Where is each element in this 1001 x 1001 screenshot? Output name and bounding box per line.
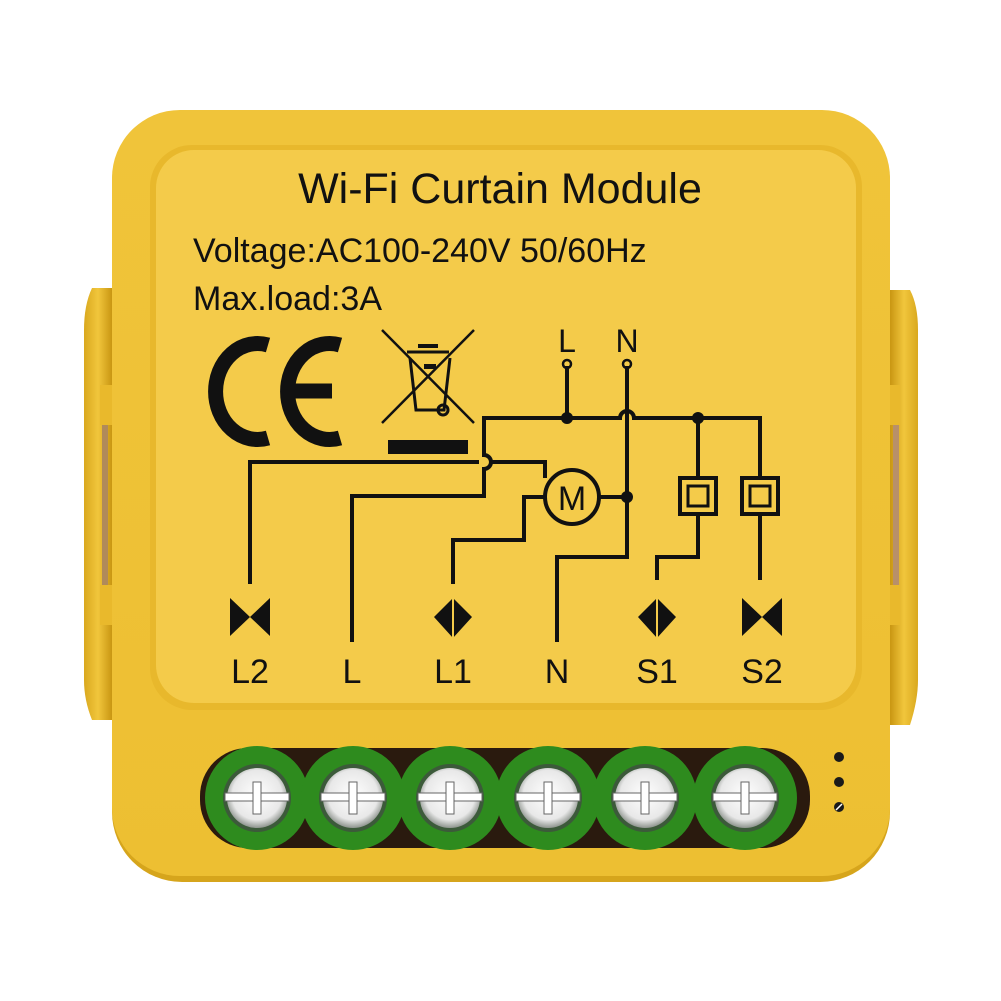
voltage-spec: Voltage:AC100-240V 50/60Hz <box>193 232 647 270</box>
diamond-symbol-icon <box>434 590 472 640</box>
product-title: Wi-Fi Curtain Module <box>298 165 702 213</box>
screw-terminal-block <box>200 746 810 850</box>
supply-label-n: N <box>615 323 638 359</box>
terminal-label-s1: S1 <box>636 653 678 691</box>
led-dot-icon <box>834 777 844 787</box>
terminal-symbols <box>230 590 782 640</box>
bowtie-symbol-icon <box>230 598 270 636</box>
terminal-label-n: N <box>545 653 570 691</box>
label-text-block: Wi-Fi Curtain Module Voltage:AC100-240V … <box>193 165 702 318</box>
led-dot-icon <box>834 752 844 762</box>
wiring-diagram: L N M <box>248 323 780 642</box>
diamond-symbol-icon <box>638 590 676 640</box>
module-housing <box>112 110 890 882</box>
weee-bin-icon <box>381 329 475 454</box>
ce-mark-icon <box>208 336 343 447</box>
terminal-screw-l2[interactable] <box>223 764 291 832</box>
terminal-labels: L2 L L1 N S1 S2 <box>231 653 783 691</box>
bowtie-symbol-icon <box>742 598 782 636</box>
supply-label-l: L <box>558 323 576 359</box>
terminal-label-s2: S2 <box>741 653 783 691</box>
motor-label: M <box>558 480 586 518</box>
max-load-spec: Max.load:3A <box>193 280 382 318</box>
terminal-screw-n[interactable] <box>514 764 582 832</box>
terminal-screw-s1[interactable] <box>611 764 679 832</box>
terminal-screw-l[interactable] <box>319 764 387 832</box>
terminal-screw-l1[interactable] <box>416 764 484 832</box>
reset-button[interactable] <box>834 802 844 812</box>
indicator-leds <box>834 752 844 812</box>
terminal-label-l: L <box>343 653 362 691</box>
terminal-screw-s2[interactable] <box>711 764 779 832</box>
terminal-label-l2: L2 <box>231 653 269 691</box>
terminal-label-l1: L1 <box>434 653 472 691</box>
